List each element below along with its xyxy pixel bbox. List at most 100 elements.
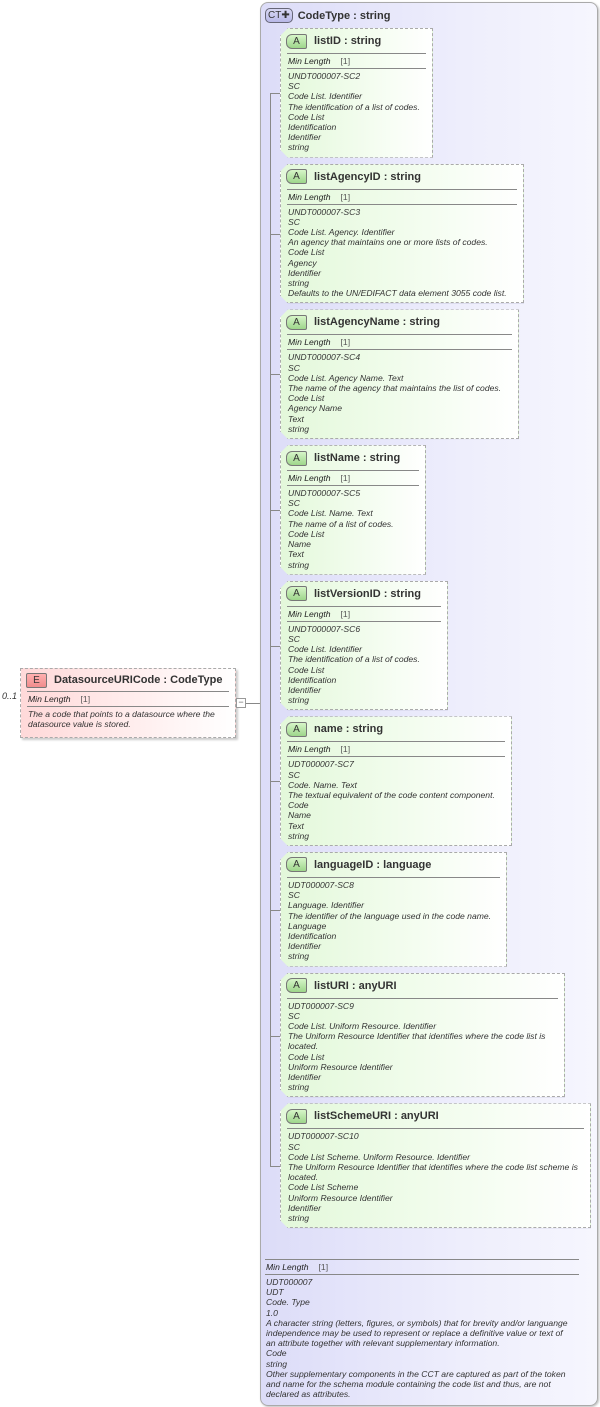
doc-line: The name of the agency that maintains th…	[288, 383, 502, 394]
attribute-name: listAgencyName	[314, 316, 400, 329]
doc-line: Code List	[288, 393, 325, 404]
doc-line: string	[288, 142, 310, 153]
type-separator: :	[380, 587, 391, 600]
doc-line: Identifier	[288, 941, 321, 952]
doc-line: SC	[288, 769, 300, 780]
doc-line: Identifier	[288, 1202, 321, 1213]
doc-line: SC	[288, 498, 300, 509]
doc-line: string	[288, 559, 310, 570]
doc-line: SC	[288, 1010, 300, 1021]
facet-value: [1]	[340, 56, 351, 66]
doc-line: UNDT000007-SC5	[288, 488, 361, 499]
doc-line: Code. Name. Text	[288, 779, 357, 790]
facet-value: [1]	[340, 337, 351, 348]
complex-type-base: string	[359, 9, 391, 22]
doc-line: Uniform Resource Identifier	[288, 1061, 393, 1072]
collapse-toggle-icon[interactable]: −	[236, 698, 246, 708]
attribute-name: listID	[314, 35, 341, 47]
divider	[287, 1128, 584, 1129]
element-icon: E	[26, 672, 47, 688]
connector-tick	[270, 234, 280, 235]
doc-line: string	[288, 695, 310, 706]
tree-connector-line	[270, 93, 271, 1166]
attribute-type: language	[383, 858, 432, 871]
doc-line: 1.0	[266, 1307, 278, 1318]
attribute-type: string	[369, 452, 401, 465]
doc-line: Identification	[288, 674, 337, 685]
attribute-name: listName	[314, 452, 360, 465]
doc-line: Code. Type	[266, 1297, 310, 1308]
doc-line: The name of a list of codes.	[288, 518, 394, 529]
element-datasourceuricode[interactable]: E DatasourceURICode : CodeType Min Lengt…	[20, 668, 236, 738]
divider	[287, 189, 517, 190]
doc-line: Code List	[288, 664, 325, 675]
type-separator: :	[348, 979, 359, 992]
doc-line: UDT000007-SC8	[288, 879, 354, 890]
doc-line: Agency	[288, 257, 317, 268]
doc-line: UNDT000007-SC2	[288, 71, 361, 81]
attribute-type: string	[350, 35, 382, 47]
doc-line: Code List	[288, 1051, 325, 1062]
doc-line: Identifier	[288, 1072, 321, 1082]
doc-line: string	[288, 423, 310, 434]
attribute-icon: A	[286, 34, 307, 49]
doc-line: An agency that maintains one or more lis…	[288, 237, 488, 248]
attribute-type: string	[390, 587, 421, 600]
divider	[287, 485, 419, 486]
facet-label: Min Length	[288, 608, 331, 619]
doc-line: The identification of a list of codes.	[288, 101, 420, 112]
doc-line: SC	[288, 1141, 300, 1152]
attribute-icon: A	[286, 857, 307, 872]
attribute-icon: A	[286, 451, 307, 466]
attribute-type: string	[409, 316, 440, 329]
facet-label: Min Length	[288, 744, 331, 755]
connector-tick	[270, 1035, 280, 1037]
doc-line: UNDT000007-SC6	[288, 623, 361, 634]
facet-min-length: Min Length[1]	[281, 335, 518, 349]
complex-type-name: CodeType	[297, 9, 351, 22]
doc-line: Language	[288, 920, 327, 931]
facet-min-length: Min Length[1]	[281, 471, 425, 485]
doc-line: string	[288, 1082, 310, 1093]
divider	[287, 204, 517, 205]
doc-line: Identifier	[288, 684, 321, 695]
doc-line: Identification	[288, 930, 337, 941]
attribute-icon: A	[286, 315, 307, 330]
facet-min-length: Min Length[1]	[21, 692, 235, 706]
attribute-name: listURI	[314, 979, 349, 992]
facet-label: Min Length	[288, 191, 331, 202]
type-separator: :	[399, 316, 410, 329]
facet-value: [1]	[340, 744, 351, 755]
facet-value: [1]	[318, 1262, 329, 1272]
element-name: DatasourceURICode	[54, 674, 161, 686]
attribute-type: anyURI	[358, 979, 397, 992]
divider	[287, 68, 426, 69]
attribute-name: languageID	[314, 858, 374, 871]
facet-value: [1]	[340, 191, 351, 202]
connector-line	[236, 703, 270, 704]
divider	[27, 691, 229, 692]
doc-line: Code	[266, 1348, 287, 1359]
doc-line: Code	[288, 800, 309, 811]
doc-line: Defaults to the UN/EDIFACT data element …	[288, 288, 507, 299]
doc-line: The Uniform Resource Identifier that ide…	[288, 1162, 578, 1183]
complex-type-badge: CT	[268, 10, 282, 21]
doc-line: UDT000007-SC9	[288, 1000, 354, 1011]
divider	[287, 741, 505, 742]
